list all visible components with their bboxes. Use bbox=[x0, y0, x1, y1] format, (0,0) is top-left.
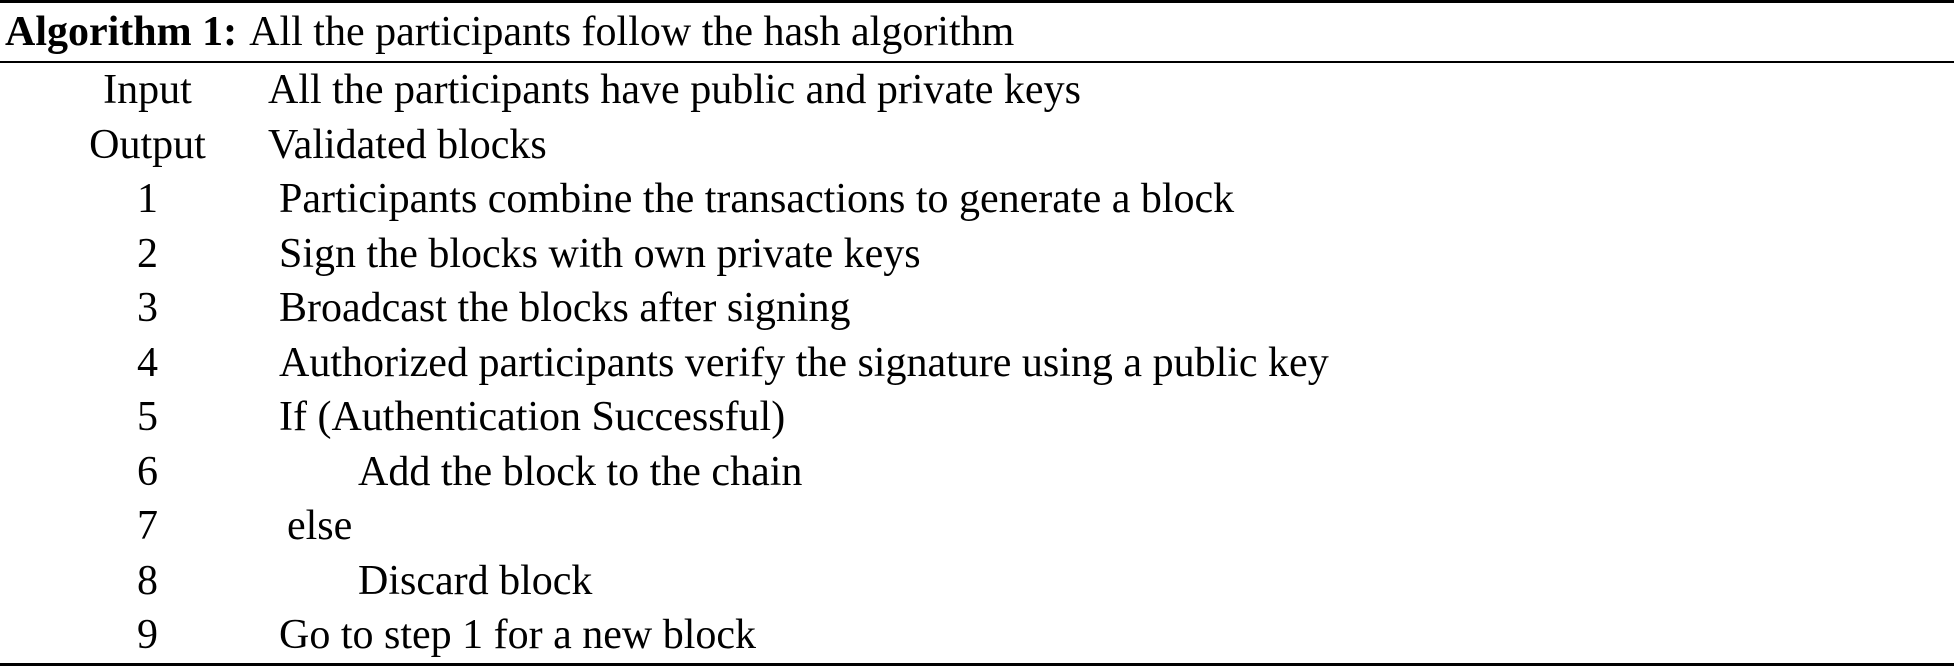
algorithm-row-step-9: 9 Go to step 1 for a new block bbox=[0, 608, 1954, 663]
row-label: 4 bbox=[137, 339, 158, 386]
algorithm-row-step-3: 3 Broadcast the blocks after signing bbox=[0, 281, 1954, 336]
algorithm-title-text: All the participants follow the hash alg… bbox=[249, 9, 1015, 55]
algorithm-title-label: Algorithm 1: bbox=[5, 9, 238, 55]
algorithm-row-step-5: 5 If (Authentication Successful) bbox=[0, 390, 1954, 445]
row-text: else bbox=[287, 503, 353, 550]
row-label: 2 bbox=[137, 230, 158, 277]
algorithm-row-input: Input All the participants have public a… bbox=[0, 63, 1954, 118]
row-label: 1 bbox=[137, 176, 158, 223]
row-label: 6 bbox=[137, 448, 158, 495]
row-text: If (Authentication Successful) bbox=[279, 394, 786, 441]
row-label: Input bbox=[103, 67, 192, 114]
header-rule bbox=[0, 61, 1954, 63]
algorithm-row-output: Output Validated blocks bbox=[0, 118, 1954, 173]
algorithm-row-step-2: 2 Sign the blocks with own private keys bbox=[0, 227, 1954, 282]
row-label: Output bbox=[89, 121, 206, 168]
algorithm-rows: Input All the participants have public a… bbox=[0, 63, 1954, 663]
row-label: 3 bbox=[137, 285, 158, 332]
row-label: 7 bbox=[137, 503, 158, 550]
row-text: Validated blocks bbox=[268, 121, 547, 168]
row-text: All the participants have public and pri… bbox=[268, 67, 1081, 114]
algorithm-row-step-6: 6 Add the block to the chain bbox=[0, 445, 1954, 500]
row-text: Sign the blocks with own private keys bbox=[279, 230, 921, 277]
row-text: Go to step 1 for a new block bbox=[279, 612, 757, 659]
algorithm-row-step-4: 4 Authorized participants verify the sig… bbox=[0, 336, 1954, 391]
row-label: 5 bbox=[137, 394, 158, 441]
row-label: 8 bbox=[137, 557, 158, 604]
algorithm-row-step-1: 1 Participants combine the transactions … bbox=[0, 172, 1954, 227]
row-text: Discard block bbox=[358, 557, 593, 604]
row-text: Add the block to the chain bbox=[358, 448, 803, 495]
bottom-rule bbox=[0, 662, 1954, 666]
row-text: Broadcast the blocks after signing bbox=[279, 285, 851, 332]
row-text: Participants combine the transactions to… bbox=[279, 176, 1235, 223]
algorithm-title: Algorithm 1: All the participants follow… bbox=[0, 3, 1954, 61]
row-text: Authorized participants verify the signa… bbox=[279, 339, 1329, 386]
algorithm-row-step-8: 8 Discard block bbox=[0, 554, 1954, 609]
algorithm-row-step-7: 7 else bbox=[0, 499, 1954, 554]
row-label: 9 bbox=[137, 612, 158, 659]
top-rule bbox=[0, 0, 1954, 3]
